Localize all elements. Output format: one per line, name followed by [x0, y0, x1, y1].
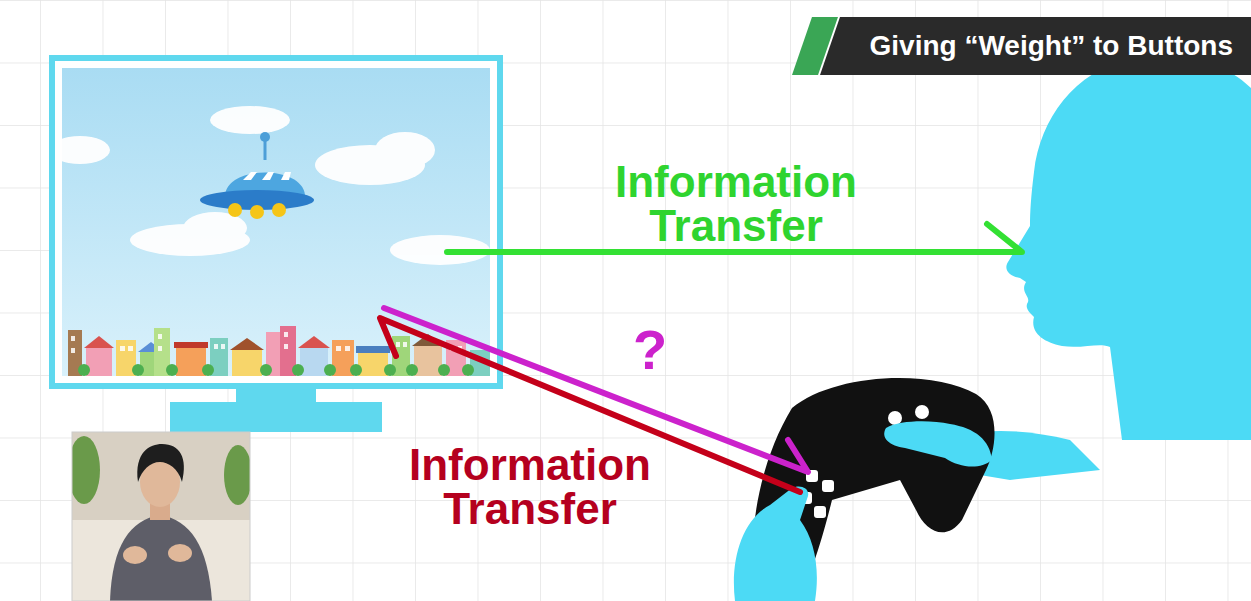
presenter-inset	[72, 432, 250, 601]
ufo	[200, 132, 314, 219]
title-banner	[792, 17, 1251, 75]
arrow-label: Information Transfer	[380, 443, 680, 531]
town	[68, 326, 490, 376]
monitor	[50, 58, 500, 432]
title: Giving “Weight” to Buttons	[870, 32, 1233, 60]
question-mark: ?	[620, 322, 680, 378]
head-silhouette	[1006, 54, 1251, 440]
arrow-label: Information Transfer	[586, 160, 886, 248]
inset-frame	[72, 432, 250, 601]
